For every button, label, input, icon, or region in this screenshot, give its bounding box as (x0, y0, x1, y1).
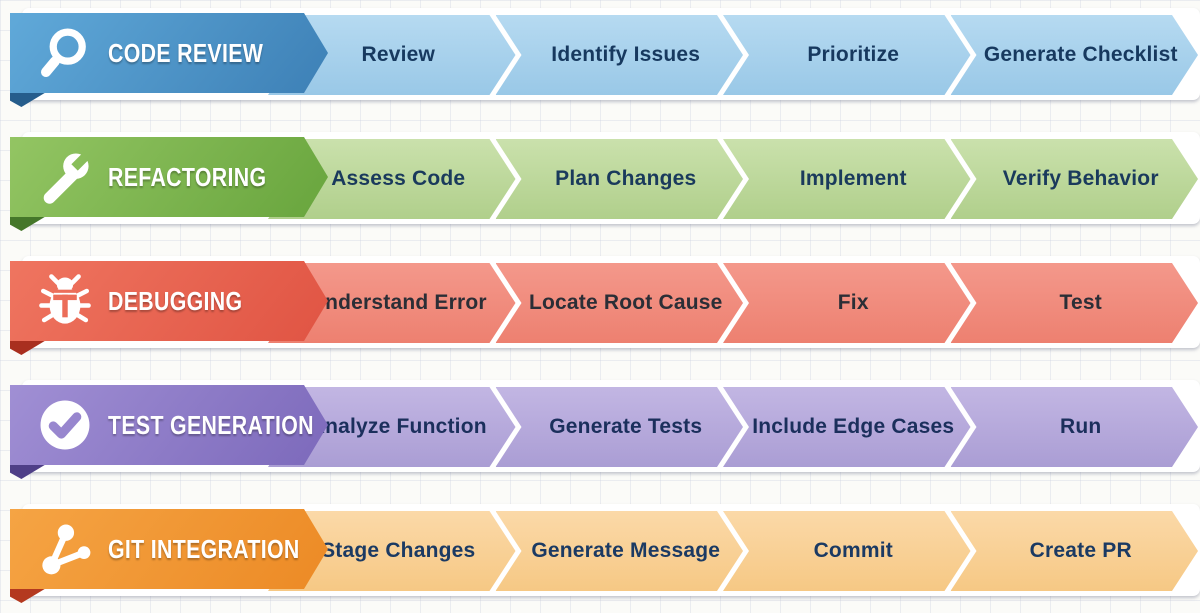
step-label: Create PR (1029, 539, 1132, 562)
step-label: Verify Behavior (1002, 167, 1159, 190)
bug-icon (36, 272, 94, 330)
workflow-steps: Stage Changes Generate Message Commit Creat… (268, 511, 1198, 591)
workflow-steps: Analyze Function Generate Tests Include Ed… (268, 387, 1198, 467)
workflow-header: TEST GENERATION (10, 385, 328, 465)
step: Generate Message (496, 511, 744, 591)
workflow-steps: Assess Code Plan Changes Implement Verify B… (268, 139, 1198, 219)
workflow-row-debugging: Understand Error Locate Root Cause Fix Test… (0, 256, 1200, 355)
step: Run (951, 387, 1199, 467)
step-label: Run (1060, 415, 1102, 438)
workflow-title: TEST GENERATION (108, 409, 314, 440)
step-label: Analyze Function (309, 415, 487, 438)
step-label: Generate Checklist (983, 43, 1178, 66)
magnifier-icon (36, 24, 94, 82)
step-label: Generate Message (531, 539, 721, 562)
step: Create PR (951, 511, 1199, 591)
step: Include Edge Cases (723, 387, 971, 467)
step-label: Commit (813, 539, 893, 562)
step: Locate Root Cause (496, 263, 744, 343)
step: Identify Issues (496, 15, 744, 95)
step: Verify Behavior (951, 139, 1199, 219)
workflow-steps: Review Identify Issues Prioritize Generate … (268, 15, 1198, 95)
workflow-row-git-integration: Stage Changes Generate Message Commit Creat… (0, 504, 1200, 603)
workflow-header: GIT INTEGRATION (10, 509, 328, 589)
check-circle-icon (36, 396, 94, 454)
step-label: Stage Changes (321, 539, 476, 562)
workflow-title: GIT INTEGRATION (108, 533, 300, 564)
step: Commit (723, 511, 971, 591)
step: Fix (723, 263, 971, 343)
step: Plan Changes (496, 139, 744, 219)
step-label: Fix (837, 291, 869, 314)
step-label: Identify Issues (551, 43, 701, 66)
step-label: Prioritize (807, 43, 900, 66)
step: Generate Tests (496, 387, 744, 467)
step-label: Plan Changes (555, 167, 697, 190)
step-label: Generate Tests (549, 415, 703, 438)
step: Generate Checklist (951, 15, 1199, 95)
step-label: Include Edge Cases (752, 415, 955, 438)
step-label: Implement (799, 167, 907, 190)
step-label: Understand Error (309, 291, 487, 314)
workflow-row-code-review: Review Identify Issues Prioritize Generate … (0, 8, 1200, 107)
step: Test (951, 263, 1199, 343)
workflow-header: CODE REVIEW (10, 13, 328, 93)
step-label: Review (361, 43, 436, 66)
wrench-icon (36, 148, 94, 206)
workflow-title: CODE REVIEW (108, 37, 264, 68)
step: Prioritize (723, 15, 971, 95)
workflow-title: REFACTORING (108, 161, 267, 192)
step-label: Test (1059, 291, 1102, 314)
step-label: Assess Code (331, 167, 466, 190)
step-label: Locate Root Cause (528, 291, 723, 314)
workflow-title: DEBUGGING (108, 285, 243, 316)
workflow-steps: Understand Error Locate Root Cause Fix Test (268, 263, 1198, 343)
git-branch-icon (36, 520, 94, 578)
workflow-header: DEBUGGING (10, 261, 328, 341)
workflow-header: REFACTORING (10, 137, 328, 217)
step: Implement (723, 139, 971, 219)
workflow-row-test-generation: Analyze Function Generate Tests Include Ed… (0, 380, 1200, 479)
workflow-row-refactoring: Assess Code Plan Changes Implement Verify B… (0, 132, 1200, 231)
